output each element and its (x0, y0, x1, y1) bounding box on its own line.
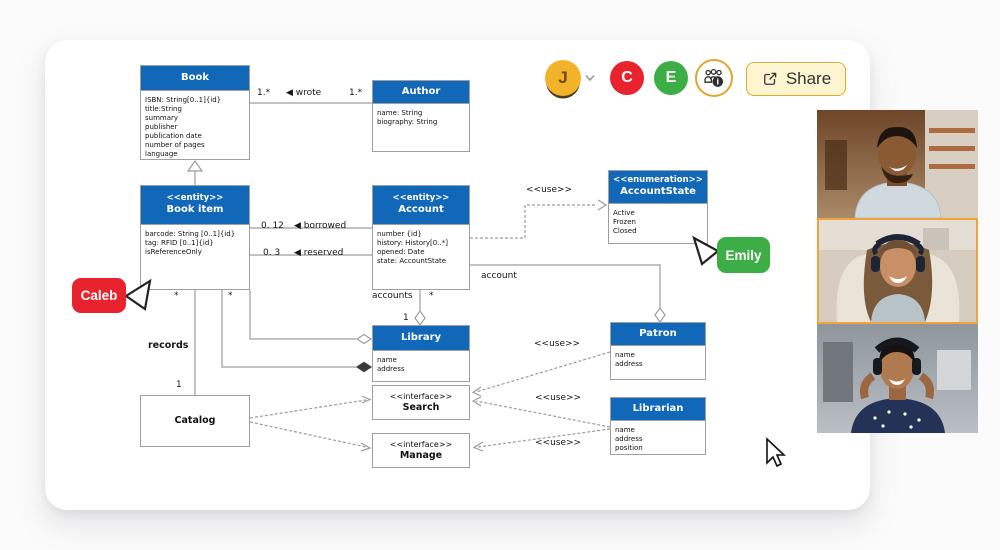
caleb-label: Caleb (80, 288, 118, 303)
class-box-catalog[interactable]: Catalog (140, 395, 250, 447)
edge-label-4: ◀ borrowed (294, 221, 347, 231)
patron-header: Patron (611, 323, 705, 345)
manage-name: Manage (399, 449, 443, 461)
avatar-j[interactable]: J (545, 60, 581, 96)
edge-label-5: 0. 3 (263, 248, 281, 258)
video-call-panel (817, 110, 978, 433)
edge-label-6: ◀ reserved (294, 248, 344, 258)
author-attributes: name: String biography: String (373, 103, 469, 132)
librarian-attributes: name address position (611, 420, 705, 458)
library-attributes: name address (373, 350, 469, 379)
edge-label-1: ◀ wrote (286, 88, 322, 98)
presence-tag-emily: Emily (717, 237, 770, 273)
avatar-c-initial: C (621, 69, 633, 86)
collaborators-info-icon[interactable]: i (695, 59, 733, 97)
video-tile-2-active[interactable] (817, 218, 978, 324)
search-name: Search (402, 401, 440, 413)
avatar-c[interactable]: C (610, 61, 644, 95)
participant-2-video (819, 220, 976, 322)
avatar-e[interactable]: E (654, 61, 688, 95)
book-item-header: <<entity>>Book item (141, 186, 249, 224)
book-attributes: ISBN: String[0..1]{id} title:String summ… (141, 90, 249, 164)
share-icon (763, 72, 777, 85)
account-header: <<entity>>Account (373, 186, 469, 224)
presence-tag-caleb: Caleb (72, 278, 126, 313)
class-box-manage[interactable]: <<interface>>Manage (372, 433, 470, 468)
edge-label-2: 1.* (349, 88, 363, 98)
account-state-header: <<enumeration>>AccountState (609, 171, 707, 203)
edge-label-10: * (429, 291, 434, 301)
emily-label: Emily (725, 247, 762, 263)
edge-label-9: accounts (372, 291, 413, 301)
edge-label-8: account (481, 271, 517, 281)
search-stereotype: <<interface>> (389, 391, 453, 401)
share-button[interactable]: Share (746, 62, 846, 96)
librarian-header: Librarian (611, 398, 705, 420)
svg-text:i: i (716, 77, 719, 86)
manage-stereotype: <<interface>> (389, 439, 453, 449)
video-tile-1[interactable] (817, 110, 978, 218)
participant-1-video (817, 110, 978, 218)
book-item-attributes: barcode: String [0..1]{id} tag: RFID [0.… (141, 224, 249, 262)
class-box-search[interactable]: <<interface>>Search (372, 385, 470, 420)
catalog-name: Catalog (174, 415, 216, 427)
edge-label-17: <<use>> (535, 393, 582, 403)
share-button-label: Share (785, 69, 832, 88)
account-state-attributes: Active Frozen Closed (609, 203, 707, 241)
avatar-e-initial: E (665, 69, 677, 86)
edge-label-14: records (148, 340, 189, 351)
edge-label-18: <<use>> (535, 438, 582, 448)
avatar-j-initial: J (558, 68, 568, 87)
people-info-icon: i (704, 68, 724, 87)
patron-attributes: name address (611, 345, 705, 374)
edge-label-11: 1 (403, 313, 409, 323)
participant-3-video (817, 324, 978, 433)
edge-label-15: 1 (176, 380, 182, 390)
edge-label-7: <<use>> (526, 185, 573, 195)
video-tile-3[interactable] (817, 324, 978, 433)
library-header: Library (373, 326, 469, 350)
account-attributes: number {id} history: History[0..*] opene… (373, 224, 469, 271)
edge-label-3: 0. 12 (261, 221, 284, 231)
author-header: Author (373, 81, 469, 103)
edge-label-12: * (174, 291, 179, 301)
edge-label-0: 1.* (257, 88, 271, 98)
chevron-down-icon[interactable] (584, 74, 596, 82)
book-header: Book (141, 66, 249, 90)
edge-label-13: * (228, 291, 233, 301)
edge-label-16: <<use>> (534, 339, 581, 349)
